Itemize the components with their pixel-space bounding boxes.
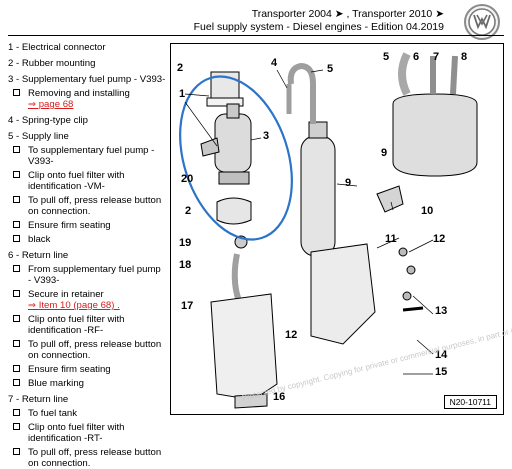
checkbox-square-icon	[13, 221, 20, 228]
exploded-view-diagram: 2 4 5 1 3 20 2 9 10 5 6 7 8 9 19 18 11 1…	[170, 43, 512, 415]
legend-item-label: 3 - Supplementary fuel pump - V393-	[8, 74, 166, 85]
highlight-ellipse	[179, 75, 293, 241]
legend-sub-text: Clip onto fuel filter with identificatio…	[28, 314, 125, 336]
legend-sub-text: To supplementary fuel pump - V393-	[28, 145, 155, 167]
checkbox-square-icon	[13, 315, 20, 322]
legend-sub-item: black	[8, 234, 166, 245]
callout-14: 14	[435, 349, 448, 361]
callout-9-right: 9	[381, 147, 388, 159]
page-reference-link[interactable]: ⇒ Item 10 (page 68) .	[28, 300, 120, 311]
vw-logo-icon	[468, 8, 496, 36]
legend-sub-text: Clip onto fuel filter with identificatio…	[28, 422, 125, 444]
callout-17: 17	[181, 300, 194, 312]
callout-8: 8	[461, 51, 468, 63]
legend-sub-text: Blue marking	[28, 378, 84, 389]
callout-2-top: 2	[177, 62, 184, 74]
callout-5: 5	[327, 63, 334, 75]
checkbox-square-icon	[13, 235, 20, 242]
callout-1: 1	[179, 88, 186, 100]
callout-9-mid: 9	[345, 177, 352, 189]
callout-6: 6	[413, 51, 420, 63]
callout-10: 10	[421, 205, 434, 217]
parts-legend: 1 - Electrical connector 2 - Rubber mount…	[8, 42, 166, 469]
legend-sub-item: To supplementary fuel pump - V393-	[8, 145, 166, 167]
header-rule	[8, 35, 504, 36]
callout-12-right: 12	[433, 233, 446, 245]
legend-sub-item: Secure in retainer⇒ Item 10 (page 68) .	[8, 289, 166, 311]
legend-sub-item: Ensure firm seating	[8, 364, 166, 375]
legend-sub-text: Secure in retainer	[28, 289, 104, 300]
legend-sub-item: Blue marking	[8, 378, 166, 389]
callout-4: 4	[271, 57, 278, 69]
legend-sub-item: Clip onto fuel filter with identificatio…	[8, 422, 166, 444]
legend-sub-text: Clip onto fuel filter with identificatio…	[28, 170, 125, 192]
checkbox-square-icon	[13, 146, 20, 153]
legend-sub-item: To fuel tank	[8, 408, 166, 419]
legend-item: 4 - Spring-type clip	[8, 115, 166, 126]
legend-item: 3 - Supplementary fuel pump - V393- Remov…	[8, 74, 166, 110]
checkbox-square-icon	[13, 89, 20, 96]
legend-item: 5 - Supply line To supplementary fuel pum…	[8, 131, 166, 245]
callout-18: 18	[179, 259, 192, 271]
callout-5-right: 5	[383, 51, 390, 63]
checkbox-square-icon	[13, 365, 20, 372]
legend-sub-text: black	[28, 234, 51, 245]
callout-11: 11	[385, 233, 397, 245]
figure-reference: N20-10711	[443, 395, 497, 409]
callout-13: 13	[435, 305, 448, 317]
legend-sub-item: To pull off, press release button on con…	[8, 447, 166, 469]
legend-item-label: 2 - Rubber mounting	[8, 58, 96, 69]
legend-sub-text: From supplementary fuel pump - V393-	[28, 264, 161, 286]
checkbox-square-icon	[13, 196, 20, 203]
checkbox-square-icon	[13, 379, 20, 386]
callout-15: 15	[435, 366, 448, 378]
callout-7: 7	[433, 51, 440, 63]
legend-sub-text: To pull off, press release button on con…	[28, 339, 162, 361]
callout-12-left: 12	[285, 329, 298, 341]
legend-item: 2 - Rubber mounting	[8, 58, 166, 69]
legend-sub-item: Clip onto fuel filter with identificatio…	[8, 314, 166, 336]
manual-title: Fuel supply system - Diesel engines - Ed…	[193, 21, 444, 33]
checkbox-square-icon	[13, 448, 20, 455]
legend-item: 1 - Electrical connector	[8, 42, 166, 53]
legend-sub-text: To pull off, press release button on con…	[28, 447, 162, 469]
callout-3: 3	[263, 130, 270, 142]
callout-2-bottom: 2	[185, 205, 192, 217]
callout-19: 19	[179, 237, 192, 249]
legend-item-label: 7 - Return line	[8, 394, 69, 405]
legend-item-label: 6 - Return line	[8, 250, 69, 261]
legend-sub-item: Clip onto fuel filter with identificatio…	[8, 170, 166, 192]
vw-logo	[464, 4, 500, 40]
legend-sub-text: Removing and installing	[28, 88, 130, 99]
legend-sub-item: To pull off, press release button on con…	[8, 339, 166, 361]
page-reference-link[interactable]: ⇒ page 68	[28, 99, 74, 110]
legend-item-label: 4 - Spring-type clip	[8, 115, 88, 126]
legend-item-label: 1 - Electrical connector	[8, 42, 106, 53]
legend-sub-item: Ensure firm seating	[8, 220, 166, 231]
checkbox-square-icon	[13, 171, 20, 178]
legend-sub-text: To pull off, press release button on con…	[28, 195, 162, 217]
checkbox-square-icon	[13, 340, 20, 347]
legend-sub-item: To pull off, press release button on con…	[8, 195, 166, 217]
diagram-drawing	[179, 52, 478, 409]
legend-sub-text: Ensure firm seating	[28, 364, 111, 375]
legend-sub-text: Ensure firm seating	[28, 220, 111, 231]
legend-item-label: 5 - Supply line	[8, 131, 69, 142]
callout-16: 16	[273, 391, 286, 403]
legend-sub-item: Removing and installing⇒ page 68	[8, 88, 166, 110]
checkbox-square-icon	[13, 290, 20, 297]
checkbox-square-icon	[13, 409, 20, 416]
callout-20: 20	[181, 173, 194, 185]
checkbox-square-icon	[13, 265, 20, 272]
vehicle-models: Transporter 2004 ➤ , Transporter 2010 ➤	[251, 8, 444, 20]
legend-sub-item: From supplementary fuel pump - V393-	[8, 264, 166, 286]
legend-sub-text: To fuel tank	[28, 408, 78, 419]
